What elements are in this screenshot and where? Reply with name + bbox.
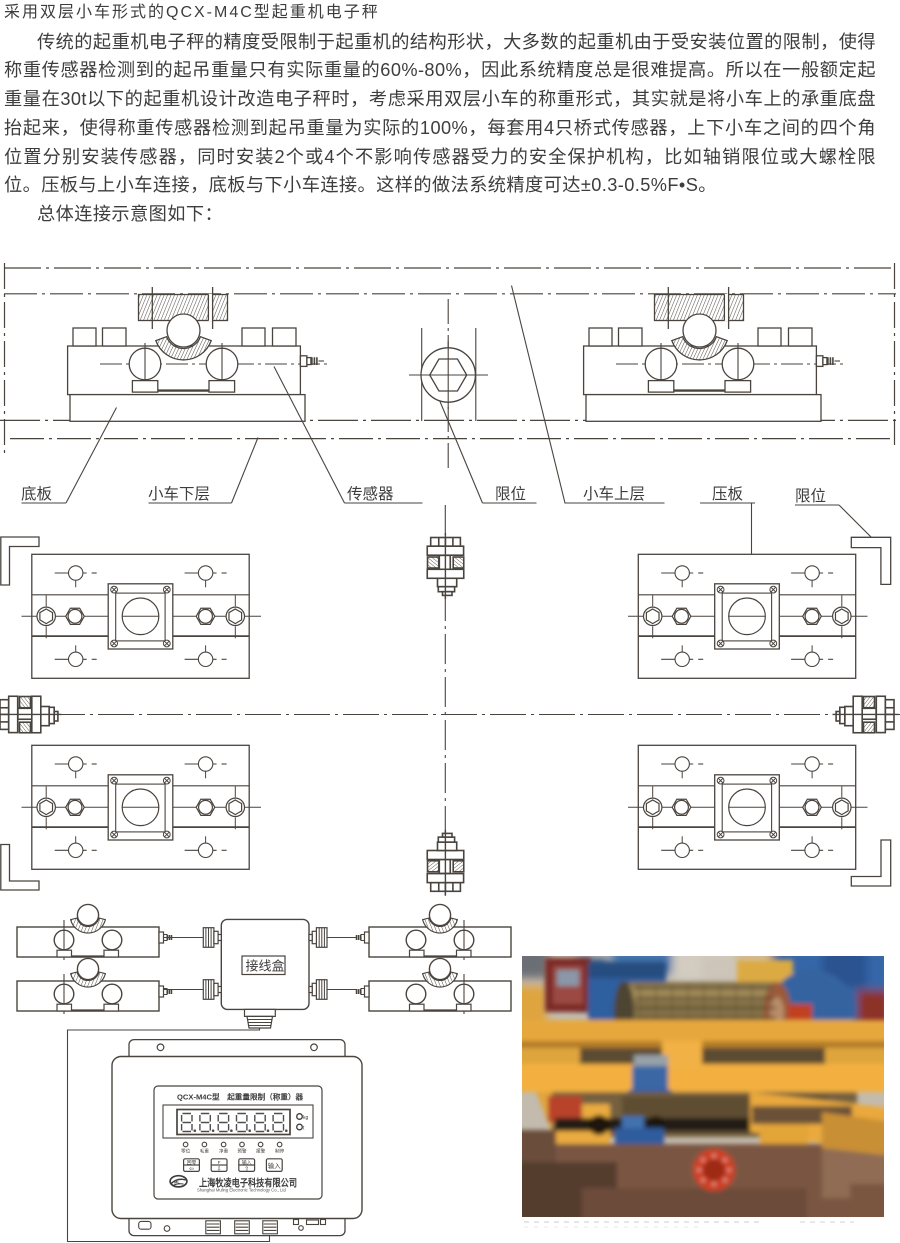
svg-text:限位: 限位: [495, 485, 526, 503]
svg-text:接线盒: 接线盒: [246, 959, 285, 974]
svg-text:小车上层: 小车上层: [583, 485, 645, 503]
svg-text:小车下层: 小车下层: [148, 485, 210, 503]
svg-text:Shanghai Muling Electronic Tec: Shanghai Muling Electronic Technology Co…: [197, 1188, 287, 1193]
svg-text:零位: 零位: [181, 1148, 191, 1155]
svg-text:制停: 制停: [275, 1148, 285, 1155]
svg-text:报警: 报警: [256, 1148, 266, 1155]
svg-text:毛重: 毛重: [200, 1148, 210, 1154]
svg-text:底板: 底板: [21, 485, 52, 503]
svg-text:压板: 压板: [712, 485, 743, 503]
svg-text:t: t: [303, 1126, 305, 1132]
svg-text:预警: 预警: [237, 1148, 247, 1155]
svg-text:⇩: ⇩: [217, 1165, 222, 1172]
svg-text:输入: 输入: [268, 1161, 281, 1170]
svg-text:净重: 净重: [219, 1148, 229, 1155]
svg-text:输入: 输入: [242, 1159, 252, 1166]
svg-text:传感器: 传感器: [347, 485, 394, 503]
svg-text:F: F: [218, 1160, 221, 1166]
svg-text:QCX-M4C型 起重量限制（称重）器: QCX-M4C型 起重量限制（称重）器: [177, 1092, 304, 1102]
svg-text:kg: kg: [303, 1115, 309, 1121]
svg-text:⇧: ⇧: [244, 1165, 249, 1172]
svg-text:⇦: ⇦: [189, 1166, 194, 1172]
svg-text:回零: 回零: [187, 1160, 197, 1166]
svg-text:限位: 限位: [795, 487, 826, 505]
svg-text:上海牧凌电子科技有限公司: 上海牧凌电子科技有限公司: [199, 1177, 297, 1190]
svg-text:ML: ML: [174, 1180, 180, 1185]
